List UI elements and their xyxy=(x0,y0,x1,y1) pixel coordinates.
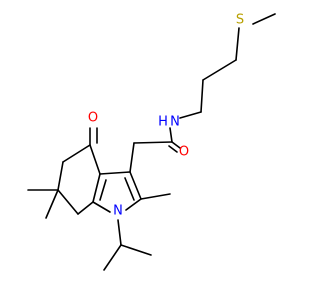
bond-n1-ch xyxy=(117,219,122,246)
bond-ch2-ch2-b xyxy=(200,79,204,113)
bond-c5-c6 xyxy=(57,161,64,191)
bond-nh-carbonyl xyxy=(169,127,173,143)
bond-c3a-c7a xyxy=(92,173,101,203)
bond-ch-methyl-a xyxy=(103,244,122,271)
bond-c2-methyl xyxy=(140,193,171,200)
bond-c3a-c7a-double xyxy=(99,179,107,201)
bond-carbonyl-o-double xyxy=(168,145,178,153)
bond-c4-c5 xyxy=(62,144,91,163)
bond-c2-n1 xyxy=(125,198,142,211)
amide-oxygen-atom: O xyxy=(179,145,189,160)
bond-ch2-ch2 xyxy=(202,59,237,81)
bond-s-ch2 xyxy=(235,27,240,61)
ketone-oxygen-label: O xyxy=(88,111,98,126)
bond-n1-c7a xyxy=(92,201,111,213)
bond-c6-methyl-b xyxy=(45,189,59,219)
sulfur-atom: S xyxy=(236,13,244,28)
atom-layer: S N H O O N xyxy=(88,13,244,219)
bond-c3-c2-double xyxy=(124,177,135,201)
bond-c3a-c4 xyxy=(89,144,101,175)
sulfur-label: S xyxy=(236,13,244,28)
bond-carbonyl-o xyxy=(171,141,181,149)
bond-ch3-s xyxy=(252,13,276,25)
bond-ch2-nh xyxy=(179,111,202,119)
amide-oxygen-label: O xyxy=(179,145,189,160)
bond-c3-c2 xyxy=(129,171,142,200)
bond-c6-c7 xyxy=(57,189,79,215)
ketone-oxygen-atom: O xyxy=(88,111,98,126)
amide-nitrogen-atom: N H xyxy=(158,115,180,130)
bond-carbonyl-ch2 xyxy=(133,141,173,144)
bond-layer xyxy=(27,13,276,271)
amide-hydrogen-label: H xyxy=(158,115,168,130)
molecule-structure: S N H O O N xyxy=(27,13,276,271)
ring-nitrogen-atom: N xyxy=(113,204,123,219)
ring-nitrogen-label: N xyxy=(113,204,123,219)
bond-c7-c7a xyxy=(77,201,94,215)
bond-c3-c3a xyxy=(99,171,131,175)
bond-ch-methyl-b xyxy=(120,244,152,256)
amide-nitrogen-label: N xyxy=(170,115,180,130)
bond-ch2-ring xyxy=(129,142,135,173)
